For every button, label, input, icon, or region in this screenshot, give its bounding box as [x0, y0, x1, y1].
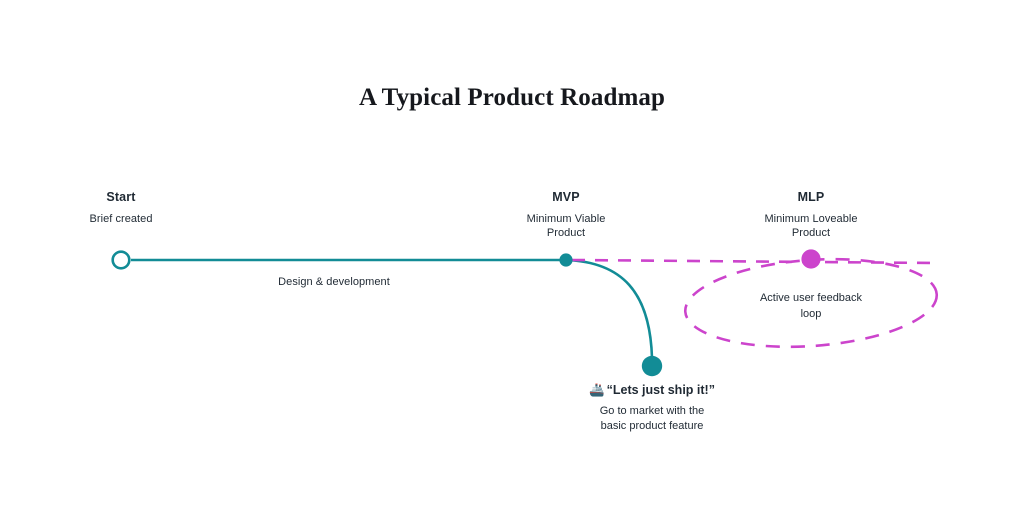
ship-subtitle-line1: Go to market with the	[599, 405, 705, 418]
node-label-start: Start Brief created	[41, 189, 201, 226]
node-marker-ship[interactable]	[641, 355, 663, 377]
node-marker-start[interactable]	[111, 250, 131, 270]
ship-headline-text: “Lets just ship it!”	[606, 383, 715, 397]
node-title-mvp: MVP	[552, 190, 580, 204]
node-label-mlp: MLP Minimum Loveable Product	[731, 189, 891, 241]
feedback-loop-line2: loop	[800, 307, 822, 320]
branch-mvp-to-ship	[564, 258, 654, 360]
node-label-ship: 🚢“Lets just ship it!” Go to market with …	[552, 382, 752, 435]
node-subtitle-mvp-line1: Minimum Viable	[526, 212, 606, 225]
ship-headline: 🚢“Lets just ship it!”	[552, 382, 752, 399]
page-title: A Typical Product Roadmap	[358, 84, 665, 111]
ship-emoji: 🚢	[589, 383, 605, 397]
node-title-start: Start	[106, 190, 136, 204]
node-subtitle-mvp-line2: Product	[546, 227, 586, 240]
feedback-loop-line1: Active user feedback	[759, 292, 863, 304]
edge-label-feedback-loop: Active user feedback loop	[731, 291, 891, 323]
ship-subtitle-line2: basic product feature	[600, 420, 704, 433]
node-marker-mlp[interactable]	[801, 249, 821, 269]
edge-label-design-development: Design & development	[278, 276, 390, 288]
node-label-mvp: MVP Minimum Viable Product	[486, 189, 646, 241]
node-subtitle-mlp-line2: Product	[791, 227, 831, 240]
feedback-loop-ellipse	[683, 257, 939, 349]
track-mvp-to-mlp-dashed	[571, 258, 938, 265]
node-subtitle-start: Brief created	[89, 212, 153, 225]
node-marker-mvp[interactable]	[559, 253, 573, 267]
node-subtitle-mlp-line1: Minimum Loveable	[764, 212, 858, 225]
node-title-mlp: MLP	[797, 190, 825, 204]
